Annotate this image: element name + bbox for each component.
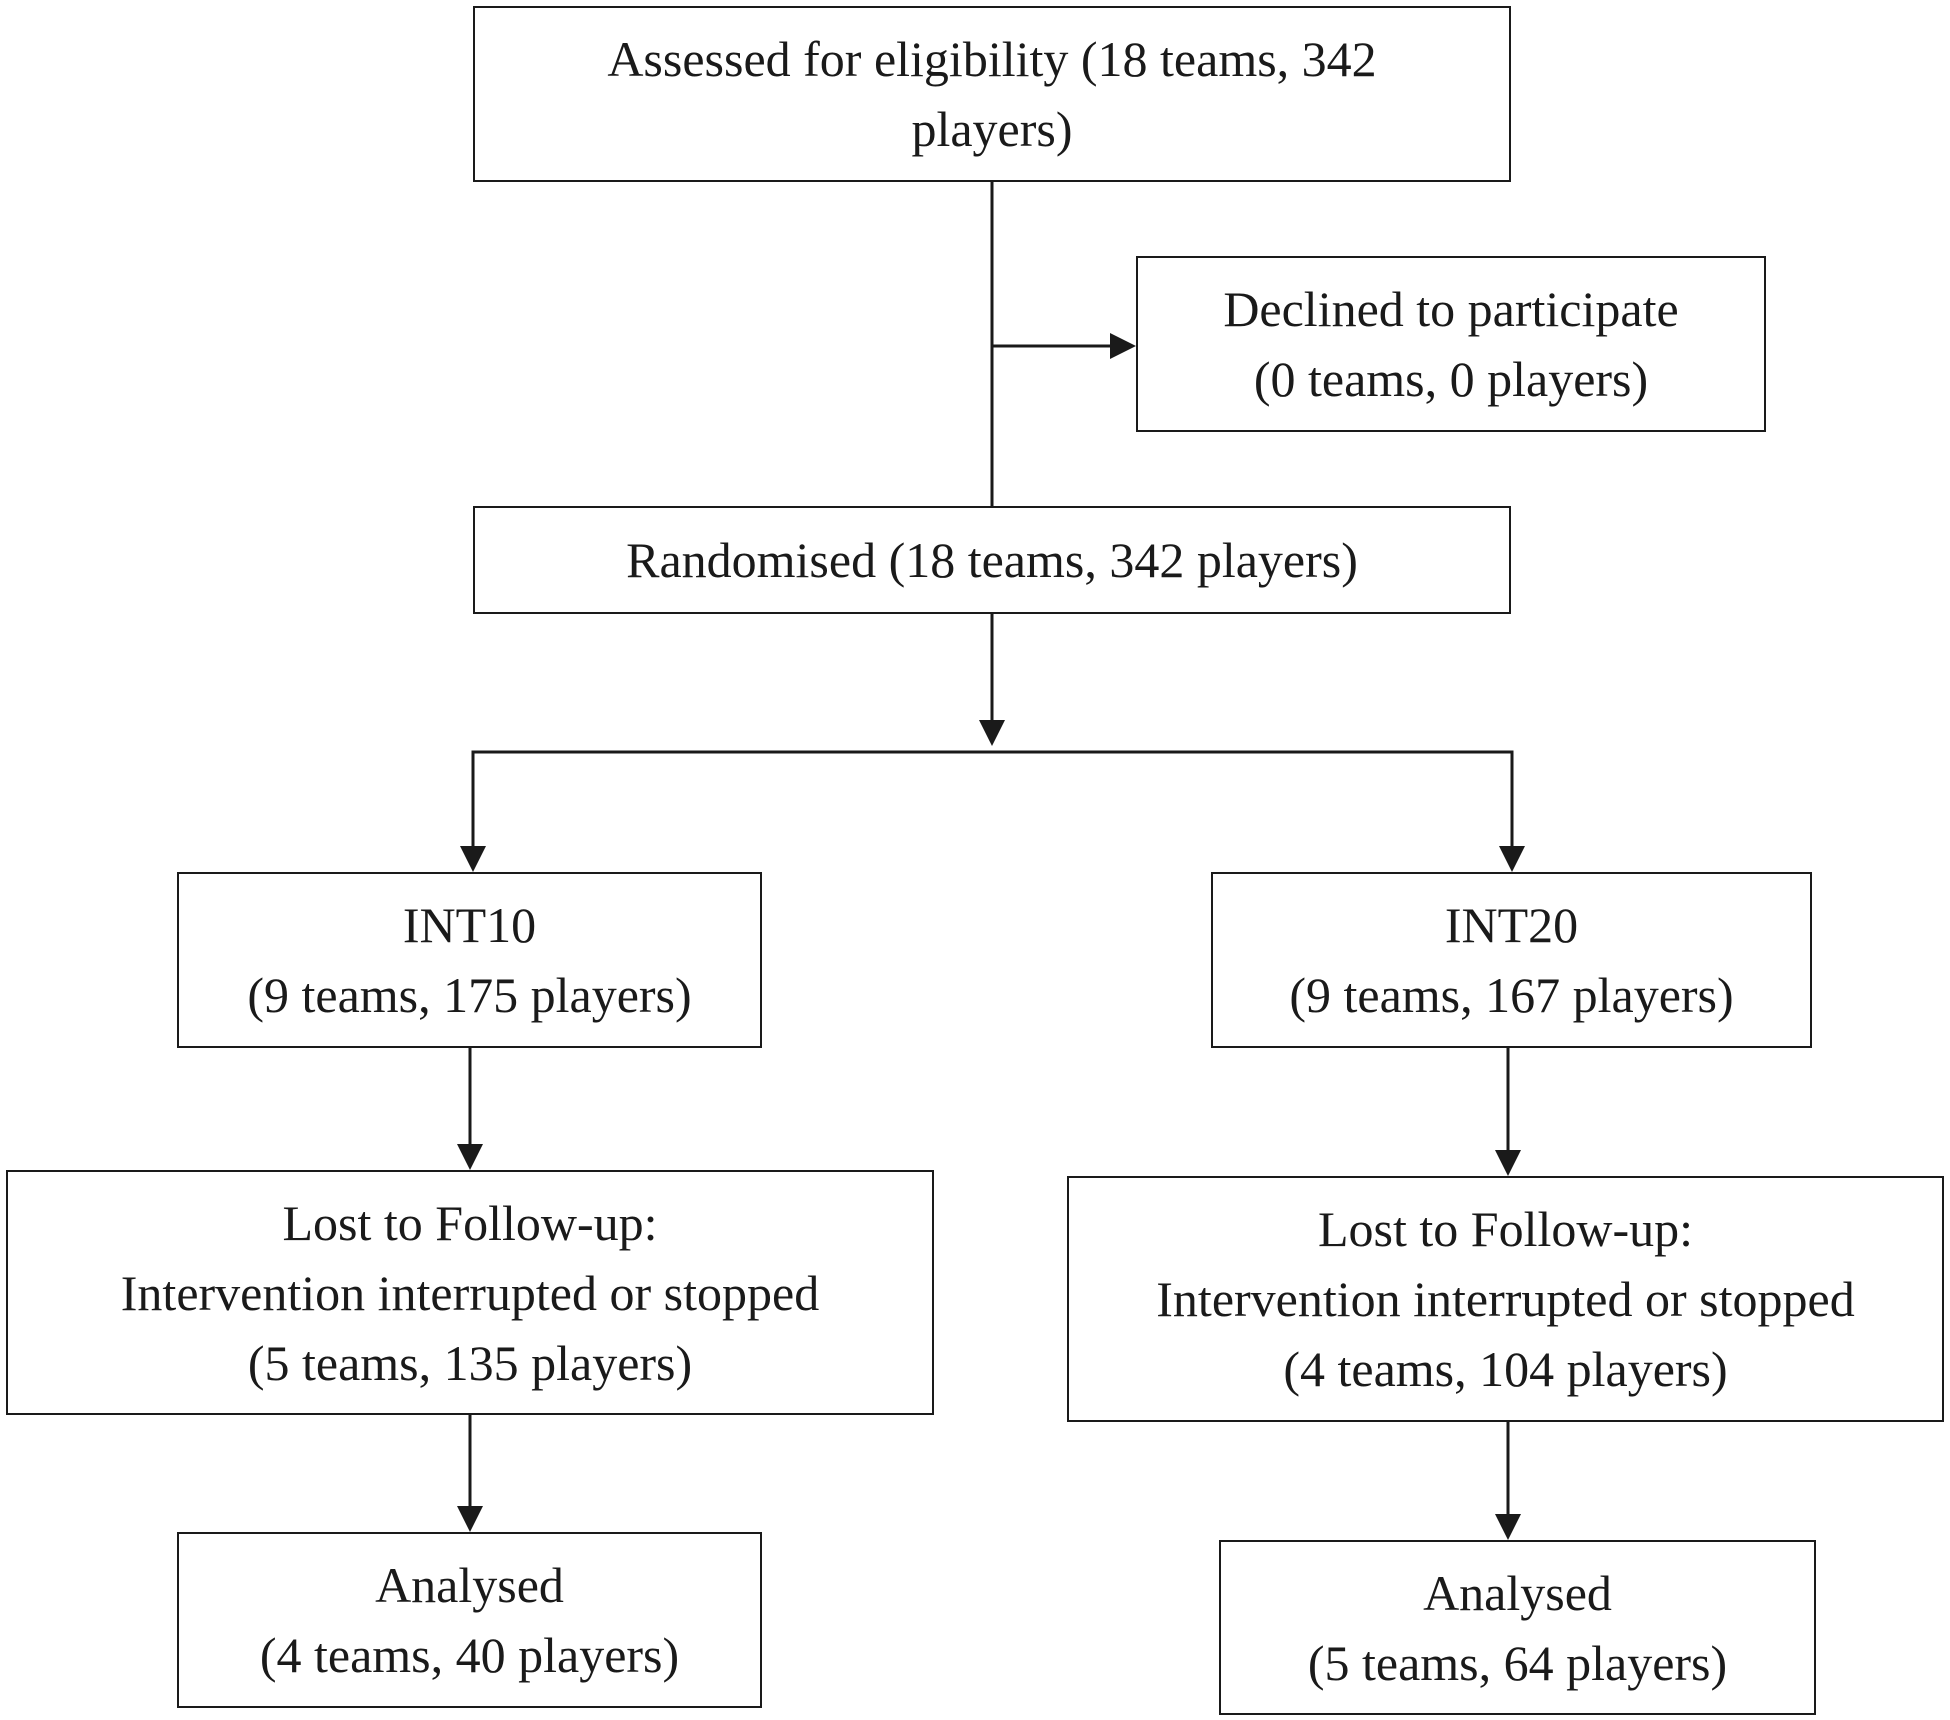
assessed-line2: players)	[911, 101, 1073, 157]
arrowhead-int10	[460, 846, 486, 872]
lost10-line3: (5 teams, 135 players)	[247, 1334, 693, 1391]
int10-box: INT10 (9 teams, 175 players)	[177, 872, 762, 1048]
lost20-line2: Intervention interrupted or stopped	[1156, 1271, 1855, 1327]
lost20-line1: Lost to Follow-up:	[1317, 1201, 1694, 1257]
int20-box: INT20 (9 teams, 167 players)	[1211, 872, 1812, 1048]
analysed20-label: Analysed	[1423, 1564, 1612, 1621]
assessed-box: Assessed for eligibility (18 teams, 342 …	[473, 6, 1511, 182]
analysed10-count: (4 teams, 40 players)	[259, 1627, 680, 1683]
int20-label: INT20	[1444, 897, 1579, 953]
connector-split-horizontal	[471, 750, 1514, 848]
declined-line1: Declined to participate	[1223, 281, 1679, 337]
declined-box: Declined to participate (0 teams, 0 play…	[1136, 256, 1766, 432]
arrowhead-analysed20	[1495, 1514, 1521, 1540]
declined-line2: (0 teams, 0 players)	[1253, 351, 1649, 407]
randomised-box: Randomised (18 teams, 342 players)	[473, 506, 1511, 614]
analysed20-count: (5 teams, 64 players)	[1307, 1634, 1728, 1691]
lost10-line1: Lost to Follow-up:	[282, 1194, 658, 1251]
assessed-line1: Assessed for eligibility (18 teams, 342	[607, 31, 1377, 87]
arrowhead-split	[979, 720, 1005, 746]
arrowhead-lost20	[1495, 1150, 1521, 1176]
analysed20-box: Analysed (5 teams, 64 players)	[1219, 1540, 1816, 1715]
int20-count: (9 teams, 167 players)	[1289, 967, 1734, 1023]
randomised-line1: Randomised (18 teams, 342 players)	[626, 532, 1358, 588]
lost20-box: Lost to Follow-up: Intervention interrup…	[1067, 1176, 1944, 1422]
arrowhead-int20	[1499, 846, 1525, 872]
analysed10-label: Analysed	[375, 1557, 564, 1613]
lost20-line3: (4 teams, 104 players)	[1283, 1341, 1728, 1397]
lost10-line2: Intervention interrupted or stopped	[120, 1264, 820, 1321]
int10-label: INT10	[402, 897, 537, 953]
arrowhead-analysed10	[457, 1506, 483, 1532]
lost10-box: Lost to Follow-up: Intervention interrup…	[6, 1170, 934, 1415]
analysed10-box: Analysed (4 teams, 40 players)	[177, 1532, 762, 1708]
arrowhead-lost10	[457, 1144, 483, 1170]
arrowhead-declined	[1110, 333, 1136, 359]
int10-count: (9 teams, 175 players)	[247, 967, 692, 1023]
